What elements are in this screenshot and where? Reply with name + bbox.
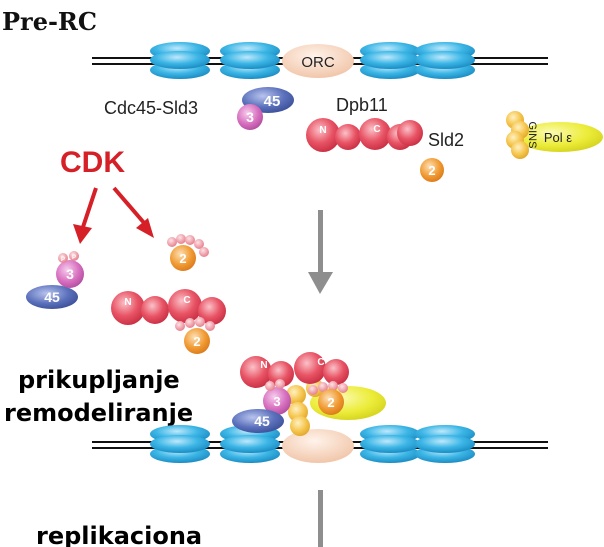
cdc45-sld3-label: Cdc45-Sld3 xyxy=(104,98,198,118)
svg-text:N: N xyxy=(124,297,131,308)
sld2-label: Sld2 xyxy=(428,130,464,150)
svg-text:45: 45 xyxy=(264,93,281,110)
step-arrow-1 xyxy=(308,210,333,294)
title-pre-rc: Pre-RC xyxy=(2,7,97,36)
orc-complex: ORC xyxy=(282,44,354,78)
phospho-sld2: 2 xyxy=(167,234,209,271)
cdk-arrow-left xyxy=(73,187,98,244)
sld2-protein: 2 xyxy=(420,158,444,182)
svg-text:Pol ε: Pol ε xyxy=(544,130,572,145)
mcm-complex-left-top xyxy=(150,42,280,79)
svg-text:45: 45 xyxy=(254,413,270,429)
svg-text:P: P xyxy=(72,255,76,261)
step-label-prikupljanje: prikupljanje xyxy=(18,366,180,394)
svg-text:C: C xyxy=(317,357,324,368)
step-label-remodeliranje: remodeliranje xyxy=(4,399,193,427)
svg-text:3: 3 xyxy=(273,394,280,409)
svg-text:3: 3 xyxy=(246,109,254,125)
phospho-sld3-cdc45: 45 3 P P xyxy=(26,251,84,309)
mcm-complex-right-top xyxy=(360,42,475,79)
svg-text:2: 2 xyxy=(327,395,334,410)
orc-bottom xyxy=(282,429,354,463)
svg-text:2: 2 xyxy=(193,334,200,349)
pol-epsilon: Pol ε xyxy=(517,122,603,152)
dpb11-label: Dpb11 xyxy=(336,95,388,115)
svg-text:C: C xyxy=(373,124,380,135)
assembled-cmg-complex: N C 2 3 45 xyxy=(232,352,386,436)
svg-text:C: C xyxy=(183,295,190,306)
cdc45-sld3-complex: 45 3 xyxy=(237,87,294,130)
cdk-arrow-right xyxy=(112,186,154,238)
orc-label: ORC xyxy=(301,54,335,71)
mcm-complex-left-bottom xyxy=(150,425,280,463)
gins-complex: GINS xyxy=(506,111,538,159)
svg-text:GINS: GINS xyxy=(526,122,538,149)
step-label-replikaciona: replikaciona xyxy=(36,522,202,547)
mcm-complex-right-bottom xyxy=(360,425,475,463)
svg-text:P: P xyxy=(61,257,65,263)
dpb11-protein: N C xyxy=(306,118,423,152)
svg-text:N: N xyxy=(319,125,326,136)
dpb11-sld2-complex: N C 2 xyxy=(111,289,226,354)
step-arrow-2 xyxy=(318,490,323,547)
svg-text:2: 2 xyxy=(428,163,435,178)
svg-text:N: N xyxy=(260,360,267,371)
svg-text:3: 3 xyxy=(66,266,74,282)
svg-text:45: 45 xyxy=(44,289,60,305)
cdk-label: CDK xyxy=(60,146,125,179)
svg-text:2: 2 xyxy=(179,251,186,266)
